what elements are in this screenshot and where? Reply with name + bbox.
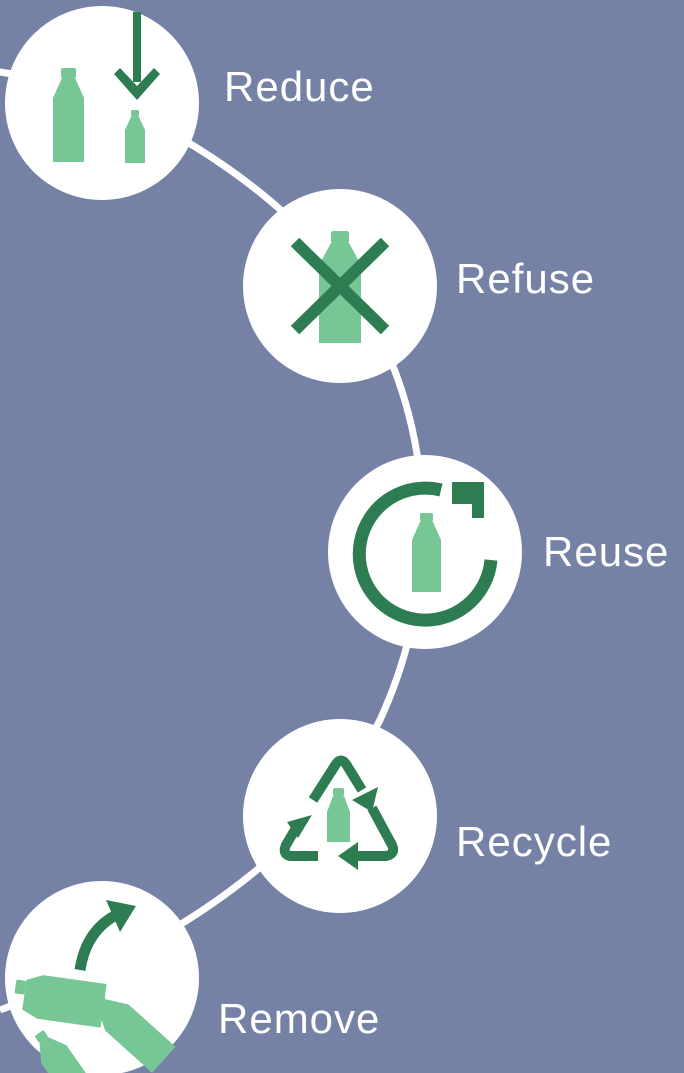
step-label-recycle: Recycle bbox=[456, 818, 613, 865]
step-label-remove: Remove bbox=[218, 995, 381, 1042]
step-circle bbox=[5, 6, 199, 200]
recycle-center-bottle bbox=[327, 788, 350, 842]
refuse-bottle-cross-icon bbox=[290, 231, 390, 343]
recycle-bottle-icon bbox=[279, 755, 399, 861]
step-label-reduce: Reduce bbox=[224, 63, 375, 110]
step-label-reuse: Reuse bbox=[543, 528, 670, 575]
reuse-bottle-cycle-icon bbox=[352, 481, 498, 627]
recycle-arrowheads bbox=[287, 787, 378, 870]
step-remove bbox=[5, 881, 199, 1073]
step-recycle bbox=[243, 719, 437, 913]
step-reuse bbox=[328, 455, 522, 649]
reduce-bottles-arrow-icon bbox=[53, 12, 160, 163]
step-reduce bbox=[5, 6, 199, 200]
step-refuse bbox=[243, 189, 437, 383]
remove-bottles-arrow-icon bbox=[14, 900, 176, 1073]
step-label-refuse: Refuse bbox=[456, 255, 596, 302]
